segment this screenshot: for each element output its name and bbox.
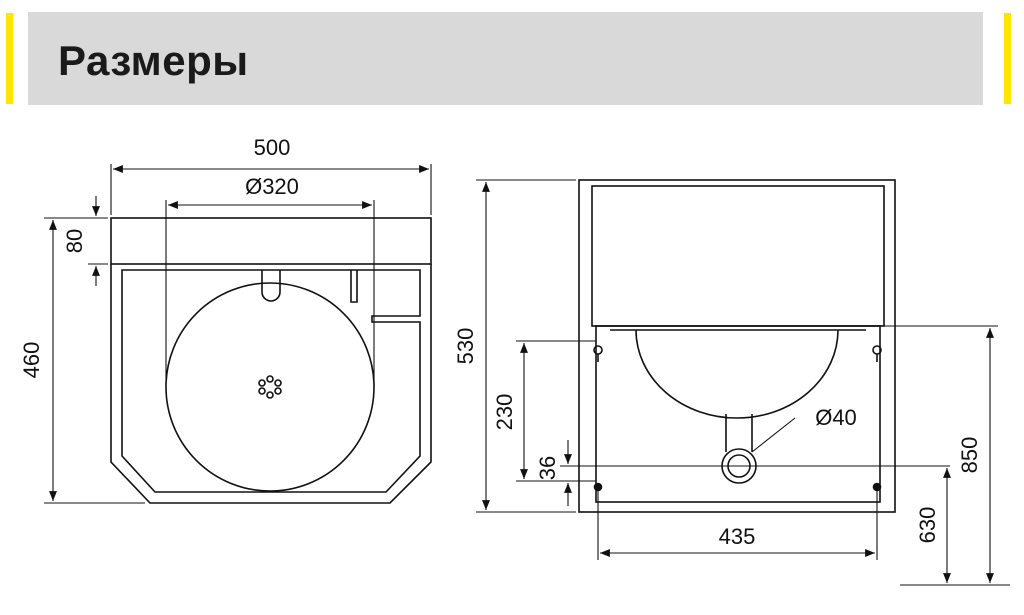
header-accent-right bbox=[1004, 13, 1011, 104]
front-body-inner bbox=[121, 269, 421, 493]
floor-height-label: 850 bbox=[957, 437, 982, 474]
front-dimensions bbox=[44, 164, 432, 504]
mount-spacing-label: 435 bbox=[719, 524, 756, 549]
drain-icon bbox=[258, 375, 282, 399]
bolt-right bbox=[872, 482, 882, 492]
drain-offset-label: 36 bbox=[535, 456, 560, 480]
tap-slot bbox=[350, 270, 358, 303]
bowl-circle bbox=[165, 282, 375, 492]
side-view bbox=[578, 179, 896, 513]
front-rim bbox=[110, 217, 432, 265]
side-outer-frame bbox=[578, 179, 896, 513]
mount-height-label: 230 bbox=[492, 394, 517, 431]
front-body-outer bbox=[110, 264, 432, 504]
front-view bbox=[110, 217, 432, 504]
side-dimensions bbox=[476, 179, 1010, 586]
header-bar bbox=[28, 12, 983, 105]
bowl-diameter-label: Ø320 bbox=[245, 174, 299, 199]
height-label: 460 bbox=[19, 342, 44, 379]
header-accent-left bbox=[6, 13, 13, 104]
side-bowl bbox=[635, 329, 839, 419]
drain-diameter-label: Ø40 bbox=[815, 405, 857, 430]
side-lower-panel bbox=[595, 325, 881, 503]
page-title: Размеры bbox=[58, 37, 249, 84]
bolt-left bbox=[593, 482, 603, 492]
width-label: 500 bbox=[254, 135, 291, 160]
side-upper-panel bbox=[591, 185, 885, 327]
drain-floor-height-label: 630 bbox=[915, 507, 940, 544]
rim-height-label: 80 bbox=[62, 229, 87, 253]
side-height-label: 530 bbox=[453, 328, 478, 365]
drain-pipe bbox=[725, 414, 753, 452]
overflow-slot bbox=[261, 270, 281, 302]
